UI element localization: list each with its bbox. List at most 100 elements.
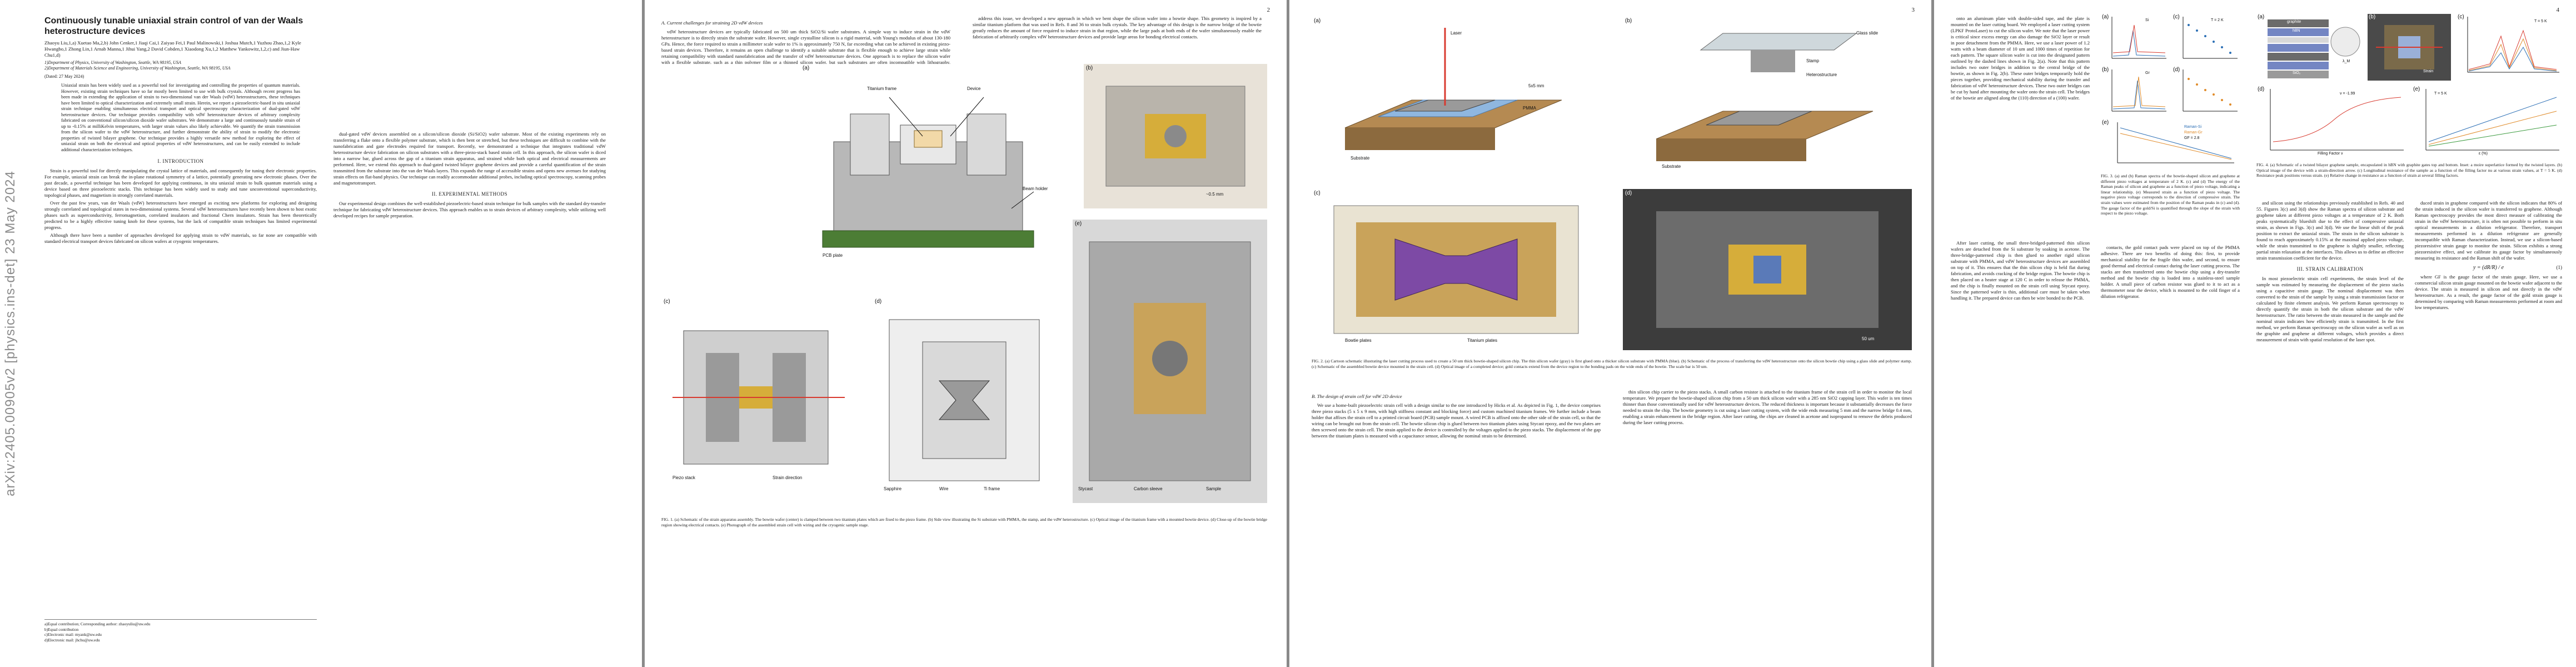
panel-label: (d): [875, 298, 882, 305]
resistance-vs-filling: [2467, 17, 2559, 73]
figure-4-caption: FIG. 4. (a) Schematic of a twisted bilay…: [2256, 162, 2562, 178]
section-heading-methods: II. EXPERIMENTAL METHODS: [431, 191, 508, 197]
sample-mount-drawing: [889, 319, 1040, 481]
paper-title: Continuously tunable uniaxial strain con…: [44, 16, 303, 36]
page-2: 2 A. Current challenges for straining 2D…: [645, 0, 1287, 667]
label-beam-holder: Beam holder: [1023, 186, 1048, 191]
panel-label: (e): [2413, 86, 2420, 92]
equation-1: y = (dR/R) / e (1): [2415, 265, 2562, 271]
affiliation-1: 1)Department of Physics, University of W…: [44, 60, 181, 65]
panel-label: (b): [2102, 67, 2109, 73]
label-filling: ν = -1.99: [2340, 92, 2355, 96]
axis-label-filling: Filling Factor ν: [2318, 152, 2343, 156]
panel-label: (a): [2258, 14, 2265, 20]
page-number: 3: [1911, 7, 1915, 13]
label-laser: Laser: [1451, 31, 1462, 36]
subsection-heading: A. Current challenges for straining 2D v…: [661, 20, 763, 26]
fig4-panel-d: (d) ν = -1.99 Filling Factor ν: [2256, 86, 2406, 158]
intro-paragraph: Over the past few years, van der Waals (…: [44, 200, 317, 230]
page-4: 4 onto an aluminum plate with double-sid…: [1934, 0, 2576, 667]
label-sio2: SiO₂: [2293, 71, 2301, 75]
label-substrate: Substrate: [1351, 156, 1370, 161]
fig2-panel-b: (b) Glass slide Stamp Heterostructure Su…: [1623, 17, 1912, 178]
label-device: Device: [967, 86, 981, 91]
label-temperature: T = 2 K: [2211, 18, 2224, 22]
panel-label: (e): [2102, 120, 2109, 126]
fig2-panel-c: (c) Bowtie plates Titanium plates: [1312, 189, 1601, 350]
abstract: Uniaxial strain has been widely used as …: [61, 83, 300, 152]
label-strain-direction: Strain direction: [773, 475, 803, 480]
label-ti-plates: Titanium plates: [1467, 338, 1497, 343]
body-paragraph: duced strain in graphene compared with t…: [2415, 200, 2562, 261]
equation-body: y = (dR/R) / e: [2473, 265, 2504, 271]
label-moire: λ_M: [2343, 59, 2350, 63]
body-paragraph: and silicon using the relationships prev…: [2256, 200, 2404, 261]
fig3-panel-b: (b) Gr: [2101, 67, 2168, 117]
label-carbon: Carbon sleeve: [1134, 486, 1163, 491]
body-paragraph: After laser cutting, the small three-bri…: [1951, 240, 2090, 301]
body-paragraph: address this issue, we developed a new a…: [973, 16, 1262, 39]
label-temperature: T = 5 K: [2434, 92, 2447, 96]
label-strain: Strain: [2423, 69, 2434, 73]
figure-1: (a) Titanium frame Device Beam holder PC…: [661, 64, 1267, 509]
fig3-panel-c: (c) T = 2 K: [2172, 14, 2239, 64]
fig4-panel-e: (e) T = 5 K ε (%): [2412, 86, 2562, 158]
page4-column-middle: and silicon using the relationships prev…: [2256, 200, 2404, 345]
page1-column-right: dual-gated vdW devices assembled on a si…: [333, 131, 606, 221]
body-paragraph: where GF is the gauge factor of the stra…: [2415, 274, 2562, 310]
figure-3-caption: FIG. 3. (a) and (b) Raman spectra of the…: [2101, 173, 2240, 216]
bowtie-mount-drawing: [1333, 205, 1579, 334]
label-wafer-size: 5x5 mm: [1528, 83, 1544, 88]
label-scale: ~0.5 mm: [1206, 192, 1224, 197]
si-peak-vs-voltage: [2183, 17, 2238, 59]
page2-column-right: address this issue, we developed a new a…: [973, 16, 1262, 42]
body-paragraph: dual-gated vdW devices assembled on a si…: [333, 131, 606, 186]
fig1-panel-c: (c) Piezo stack Strain direction: [661, 297, 856, 503]
tbg-stack-schematic: [2268, 19, 2360, 78]
label-temperature: T = 5 K: [2534, 19, 2547, 23]
label-sapphire: Sapphire: [884, 486, 902, 491]
label-piezo-stack: Piezo stack: [672, 475, 695, 480]
fig2-panel-d: (d) 50 um: [1623, 189, 1912, 350]
panel-label: (d): [2173, 67, 2180, 73]
page-number: 2: [1267, 7, 1270, 13]
label-sample: Sample: [1206, 486, 1222, 491]
label-bowtie: Bowtie plates: [1345, 338, 1372, 343]
footnotes: a)Equal contribution; Corresponding auth…: [44, 619, 317, 643]
body-paragraph: We use a home-built piezoelectric strain…: [1312, 402, 1601, 439]
panel-label: (b): [2369, 14, 2376, 20]
fig3-panel-e: (e) Raman-Si Raman-Gr GF = 2.8: [2101, 120, 2239, 168]
arxiv-stamp: arXiv:2405.00905v2 [physics.ins-det] 23 …: [3, 171, 18, 496]
intro-paragraph: Strain is a powerful tool for directly m…: [44, 168, 317, 198]
methods-paragraph: Our experimental design combines the wel…: [333, 201, 606, 218]
panel-label: (b): [1625, 18, 1632, 24]
figure-2-caption: FIG. 2. (a) Cartoon schematic illustrati…: [1312, 359, 1912, 369]
photo-placeholder: [1089, 241, 1251, 481]
gr-peak-vs-voltage: [2183, 69, 2238, 112]
panel-label: (d): [1625, 190, 1632, 196]
label-heterostructure: Heterostructure: [1806, 72, 1837, 77]
fig3-panel-a: (a) Si: [2101, 14, 2168, 64]
optical-image-placeholder: [1656, 211, 1879, 328]
page-number: 4: [2556, 7, 2560, 13]
page3-column-right: thin silicon chip carrier to the piezo s…: [1623, 389, 1912, 427]
label-stycast: Stycast: [1078, 486, 1093, 491]
fig3-panel-d: (d): [2172, 67, 2239, 117]
body-paragraph: onto an aluminum plate with double-sided…: [1951, 16, 2090, 101]
label-titanium: Titanium frame: [867, 86, 897, 91]
fig1-panel-b: (b) ~0.5 mm: [1084, 64, 1267, 208]
label-si: Si: [2145, 18, 2149, 22]
fig1-panel-d: (d) Sapphire Wire Ti frame: [873, 297, 1056, 503]
body-paragraph: thin silicon chip carrier to the piezo s…: [1623, 389, 1912, 425]
panel-label: (c): [2458, 14, 2464, 20]
label-ti-frame: Ti frame: [984, 486, 1000, 491]
laser-cutting-drawing: [1344, 28, 1562, 150]
optical-image-placeholder: [2376, 25, 2443, 69]
panel-label: (e): [1075, 221, 1082, 227]
section-heading-introduction: I. INTRODUCTION: [157, 158, 204, 164]
fig2-panel-a: (a) Laser 5x5 mm PMMA Substrate: [1312, 17, 1601, 178]
raman-si-spectra: [2111, 17, 2166, 59]
panel-label: (c): [664, 298, 670, 305]
figure-4: (a) graphite hBN SiO₂ λ_M (b): [2256, 14, 2562, 158]
section-heading-calibration: III. STRAIN CALIBRATION: [2296, 266, 2364, 272]
